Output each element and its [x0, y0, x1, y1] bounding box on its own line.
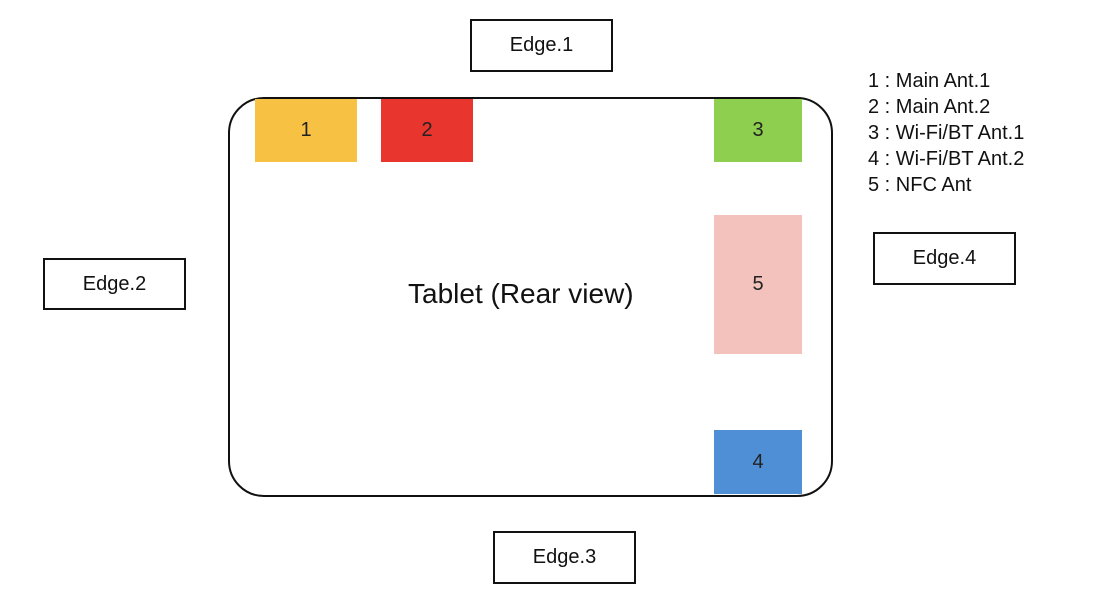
legend-item: 4 : Wi-Fi/BT Ant.2 [868, 148, 1025, 170]
edge-2-label-box: Edge.2 [43, 258, 186, 310]
antenna-4-label: 4 [752, 450, 764, 473]
tablet-title: Tablet (Rear view) [408, 278, 634, 309]
antenna-2-block: 2 [381, 99, 473, 162]
antenna-1-block: 1 [255, 99, 357, 162]
antenna-1-label: 1 [300, 119, 312, 141]
legend-item: 5 : NFC Ant [868, 174, 972, 196]
antenna-3-label: 3 [752, 119, 764, 141]
antenna-2-label: 2 [421, 119, 433, 141]
antenna-4-block: 4 [714, 430, 802, 494]
edge-3-label: Edge.3 [532, 546, 597, 568]
antenna-5-label: 5 [752, 273, 764, 295]
legend-item: 1 : Main Ant.1 [868, 70, 991, 92]
edge-1-label: Edge.1 [509, 34, 574, 56]
edge-2-label: Edge.2 [82, 272, 147, 295]
antenna-3-block: 3 [714, 99, 802, 162]
edge-1-label-box: Edge.1 [470, 19, 613, 72]
antenna-5-block: 5 [714, 215, 802, 354]
antenna-legend: 1 : Main Ant.1 2 : Main Ant.2 3 : Wi-Fi/… [868, 68, 1098, 198]
edge-3-label-box: Edge.3 [493, 531, 636, 584]
legend-item: 2 : Main Ant.2 [868, 96, 991, 118]
edge-4-label-box: Edge.4 [873, 232, 1016, 285]
legend-item: 3 : Wi-Fi/BT Ant.1 [868, 122, 1025, 144]
edge-4-label: Edge.4 [912, 247, 977, 269]
